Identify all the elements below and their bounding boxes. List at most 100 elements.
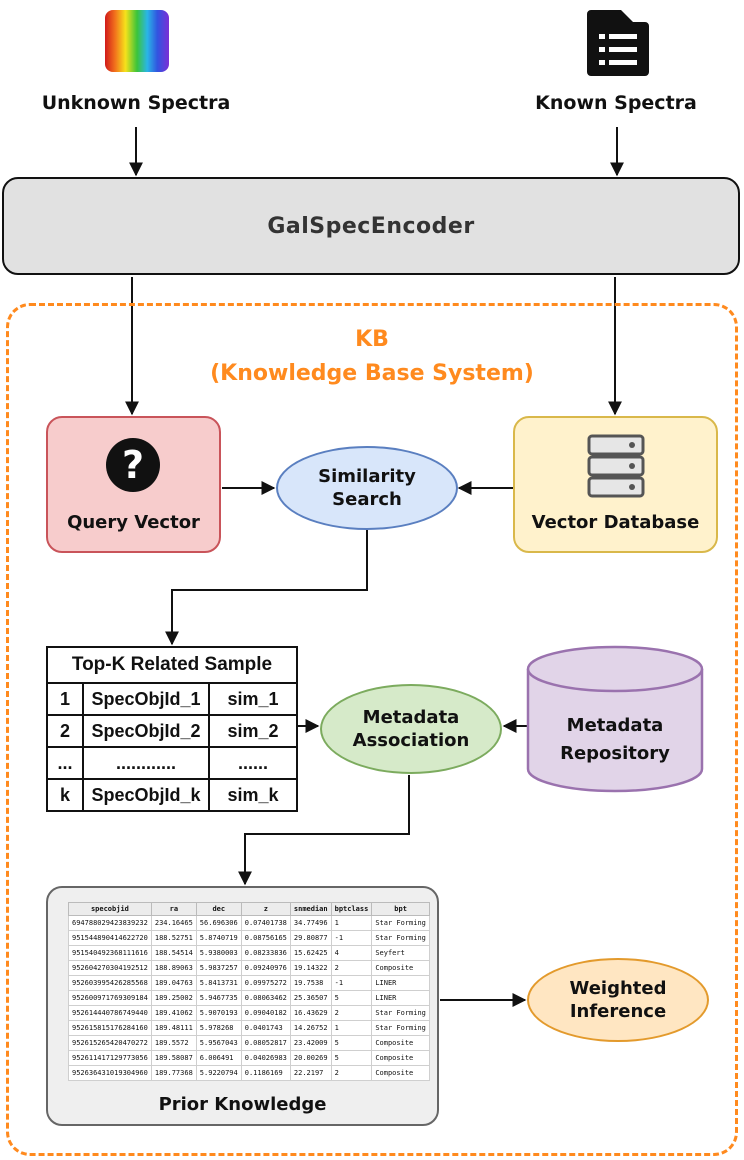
table-cell: -1 <box>330 930 373 946</box>
question-mark-icon: ? <box>106 438 160 492</box>
table-cell: 1 <box>330 1020 373 1036</box>
table-cell: 4 <box>330 945 373 961</box>
table-cell: 0.1186169 <box>240 1065 291 1081</box>
table-cell: 2 <box>330 960 373 976</box>
table-cell: 189.25002 <box>150 990 197 1006</box>
column-header: specobjid <box>68 902 152 916</box>
table-cell: 5.9467735 <box>195 990 242 1006</box>
knowledge-base-region <box>6 303 738 1156</box>
table-row: 2 SpecObjId_2 sim_2 <box>46 714 298 748</box>
metadata-association-node: Metadata Association <box>320 684 502 774</box>
column-header: dec <box>195 902 242 916</box>
table-cell: 0.09040182 <box>240 1005 291 1021</box>
table-cell: 23.42009 <box>289 1035 332 1051</box>
kb-title: KB <box>355 327 389 352</box>
topk-rank: ... <box>46 746 84 780</box>
table-cell: 19.7538 <box>289 975 332 991</box>
table-cell: Composite <box>371 1050 430 1066</box>
topk-table-title: Top-K Related Sample <box>46 646 298 684</box>
server-stack-icon <box>587 434 645 498</box>
table-cell: 189.04763 <box>150 975 197 991</box>
table-cell: Composite <box>371 1035 430 1051</box>
similarity-search-node: Similarity Search <box>276 446 458 530</box>
table-cell: Star Forming <box>371 1020 430 1036</box>
table-cell: 188.89063 <box>150 960 197 976</box>
kb-subtitle: (Knowledge Base System) <box>210 361 534 386</box>
table-cell: 952604270304192512 <box>68 960 152 976</box>
metadata-repository-cylinder: Metadata Repository <box>526 645 704 795</box>
column-header: z <box>240 902 291 916</box>
table-cell: 952611417129773056 <box>68 1050 152 1066</box>
vector-database-box: Vector Database <box>513 416 718 553</box>
column-header: ra <box>150 902 197 916</box>
topk-specobjid: SpecObjId_2 <box>82 714 210 748</box>
table-cell: 25.36507 <box>289 990 332 1006</box>
table-cell: 952615815176284160 <box>68 1020 152 1036</box>
table-cell: 5.9380003 <box>195 945 242 961</box>
topk-related-sample-table: Top-K Related Sample 1 SpecObjId_1 sim_1… <box>46 646 298 812</box>
table-cell: 6.006491 <box>195 1050 242 1066</box>
table-cell: Composite <box>371 1065 430 1081</box>
column-header: bpt <box>371 902 430 916</box>
table-cell: 0.04026983 <box>240 1050 291 1066</box>
table-cell: 5.9837257 <box>195 960 242 976</box>
table-cell: 0.09975272 <box>240 975 291 991</box>
table-cell: 0.08756165 <box>240 930 291 946</box>
similarity-search-line2: Search <box>332 489 402 510</box>
topk-sim: ...... <box>208 746 298 780</box>
table-cell: Seyfert <box>371 945 430 961</box>
topk-sim: sim_2 <box>208 714 298 748</box>
table-cell: 2 <box>330 1065 373 1081</box>
table-cell: 951544890414622720 <box>68 930 152 946</box>
table-row: k SpecObjId_k sim_k <box>46 778 298 812</box>
table-cell: 1 <box>330 915 373 931</box>
table-cell: 5.9070193 <box>195 1005 242 1021</box>
table-cell: 952600971769309184 <box>68 990 152 1006</box>
table-cell: 952603995426285568 <box>68 975 152 991</box>
topk-sim: sim_1 <box>208 682 298 716</box>
query-vector-label: Query Vector <box>67 512 200 533</box>
table-cell: 952615265420470272 <box>68 1035 152 1051</box>
table-cell: 5.9567043 <box>195 1035 242 1051</box>
table-cell: 0.0401743 <box>240 1020 291 1036</box>
topk-specobjid: SpecObjId_k <box>82 778 210 812</box>
column-header: bptclass <box>330 902 373 916</box>
table-cell: 5.8740719 <box>195 930 242 946</box>
table-cell: 5 <box>330 1050 373 1066</box>
unknown-spectra-label: Unknown Spectra <box>41 92 231 114</box>
list-folder-icon <box>587 10 649 76</box>
table-cell: 34.77496 <box>289 915 332 931</box>
known-spectra-label: Known Spectra <box>535 92 697 114</box>
table-cell: 5.9220794 <box>195 1065 242 1081</box>
table-cell: 5.978268 <box>195 1020 242 1036</box>
table-cell: 20.00269 <box>289 1050 332 1066</box>
metadata-repository-line2: Repository <box>560 743 670 764</box>
table-cell: 56.696306 <box>195 915 242 931</box>
table-cell: 29.80877 <box>289 930 332 946</box>
prior-knowledge-label: Prior Knowledge <box>158 1094 327 1115</box>
table-cell: 2 <box>330 1005 373 1021</box>
topk-specobjid: ............ <box>82 746 210 780</box>
table-cell: 234.16465 <box>150 915 197 931</box>
topk-rank: k <box>46 778 84 812</box>
galspec-encoder-box: GalSpecEncoder <box>2 177 740 275</box>
table-row: 1 SpecObjId_1 sim_1 <box>46 682 298 716</box>
table-cell: 952636431019304960 <box>68 1065 152 1081</box>
table-cell: 189.58087 <box>150 1050 197 1066</box>
table-cell: 0.08052817 <box>240 1035 291 1051</box>
table-cell: 0.09240976 <box>240 960 291 976</box>
table-cell: 15.62425 <box>289 945 332 961</box>
table-cell: 16.43629 <box>289 1005 332 1021</box>
